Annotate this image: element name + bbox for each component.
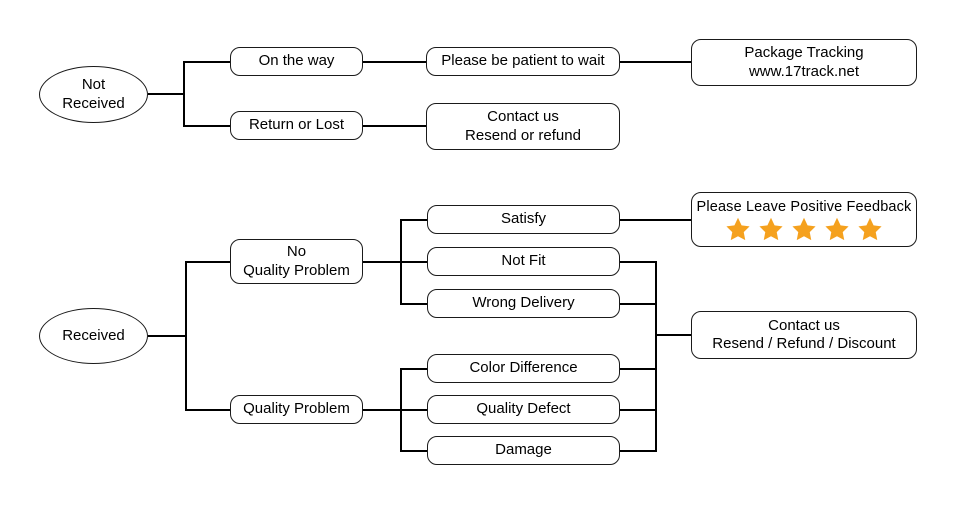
connector-quality-stem (363, 409, 401, 411)
node-color-difference-label: Color Difference (469, 359, 578, 377)
connector-to-color-difference (400, 368, 428, 370)
node-wrong-delivery[interactable]: Wrong Delivery (427, 289, 620, 318)
star-rating[interactable] (725, 216, 883, 242)
connector-return-to-contact (363, 125, 427, 127)
star-icon[interactable] (725, 216, 751, 242)
connector-collector-to-contact (655, 334, 692, 336)
connector-not-fit-to-collector (620, 261, 657, 263)
node-not-received[interactable]: Not Received (39, 66, 148, 123)
node-damage[interactable]: Damage (427, 436, 620, 465)
node-please-be-patient-label: Please be patient to wait (441, 52, 605, 70)
connector-received-split (185, 261, 187, 410)
node-on-the-way[interactable]: On the way (230, 47, 363, 76)
connector-wrong-delivery-to-collector (620, 303, 657, 305)
node-quality-problem[interactable]: Quality Problem (230, 395, 363, 424)
node-return-or-lost-label: Return or Lost (248, 116, 345, 134)
node-satisfy-label: Satisfy (500, 210, 546, 228)
node-return-or-lost[interactable]: Return or Lost (230, 111, 363, 140)
connector-not-received-stem (148, 93, 184, 95)
node-no-quality-problem-line1: No (286, 243, 307, 261)
star-icon[interactable] (857, 216, 883, 242)
connector-color-difference-to-collector (620, 368, 657, 370)
connector-to-quality-defect (400, 409, 428, 411)
connector-patient-to-tracking (620, 61, 692, 63)
node-contact-resend-refund[interactable]: Contact us Resend or refund (426, 103, 620, 150)
connector-to-quality-problem (185, 409, 231, 411)
node-damage-label: Damage (495, 441, 552, 459)
connector-to-no-quality-problem (185, 261, 231, 263)
node-contact-resend-refund-line2: Resend or refund (465, 126, 581, 144)
node-quality-defect-label: Quality Defect (476, 400, 571, 418)
star-icon[interactable] (758, 216, 784, 242)
node-leave-positive-feedback[interactable]: Please Leave Positive Feedback (691, 192, 917, 247)
node-not-fit[interactable]: Not Fit (427, 247, 620, 276)
node-on-the-way-label: On the way (258, 52, 335, 70)
node-wrong-delivery-label: Wrong Delivery (472, 294, 575, 312)
connector-no-quality-stem (363, 261, 401, 263)
node-package-tracking-line2: www.17track.net (748, 62, 860, 80)
node-no-quality-problem-line2: Quality Problem (243, 261, 350, 279)
node-received-label: Received (62, 326, 125, 344)
connector-received-stem (148, 335, 186, 337)
node-not-received-line1: Not (81, 76, 106, 94)
node-quality-defect[interactable]: Quality Defect (427, 395, 620, 424)
node-no-quality-problem[interactable]: No Quality Problem (230, 239, 363, 284)
connector-on-the-way-to-patient (363, 61, 427, 63)
node-not-fit-label: Not Fit (501, 252, 546, 270)
node-package-tracking-line1: Package Tracking (744, 44, 864, 62)
node-please-be-patient[interactable]: Please be patient to wait (426, 47, 620, 76)
node-satisfy[interactable]: Satisfy (427, 205, 620, 234)
star-icon[interactable] (791, 216, 817, 242)
connector-damage-to-collector (620, 450, 657, 452)
connector-to-satisfy (400, 219, 428, 221)
node-quality-problem-label: Quality Problem (243, 400, 350, 418)
connector-collector-bus (655, 261, 657, 452)
node-package-tracking[interactable]: Package Tracking www.17track.net (691, 39, 917, 86)
node-received[interactable]: Received (39, 308, 148, 364)
connector-satisfy-to-feedback (620, 219, 692, 221)
connector-to-damage (400, 450, 428, 452)
star-icon[interactable] (824, 216, 850, 242)
node-contact-resend-refund-discount[interactable]: Contact us Resend / Refund / Discount (691, 311, 917, 359)
node-not-received-line2: Received (62, 94, 125, 112)
connector-to-return-or-lost (183, 125, 231, 127)
connector-not-received-split (183, 61, 185, 126)
node-contact-resolution-line2: Resend / Refund / Discount (712, 335, 896, 352)
node-color-difference[interactable]: Color Difference (427, 354, 620, 383)
connector-to-not-fit (400, 261, 428, 263)
feedback-label: Please Leave Positive Feedback (696, 199, 912, 215)
node-contact-resolution-line1: Contact us (768, 316, 840, 334)
connector-to-on-the-way (183, 61, 231, 63)
node-contact-resend-refund-line1: Contact us (487, 108, 559, 126)
connector-quality-defect-to-collector (620, 409, 657, 411)
connector-to-wrong-delivery (400, 303, 428, 305)
